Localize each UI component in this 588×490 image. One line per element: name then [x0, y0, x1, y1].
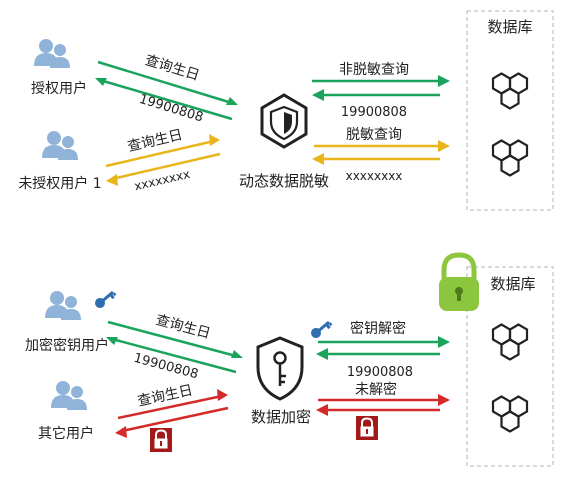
desens-query-label: 脱敏查询	[346, 127, 402, 143]
arrow-reply-other-user	[115, 406, 229, 438]
database-hex-icon	[491, 72, 529, 110]
bottom-database-title: 数据库	[490, 275, 535, 293]
authorized-user-icon	[34, 39, 70, 68]
arrow-nondesens-query	[312, 75, 450, 87]
arrow-query-authorized	[97, 60, 238, 105]
bottom-database-box	[466, 266, 554, 467]
birthday-value-label: 19900808	[137, 92, 205, 126]
arrow-reply-key-user	[106, 337, 237, 374]
data-encryption-label: 数据加密	[251, 408, 311, 426]
lock-icon	[355, 415, 379, 441]
arrow-key-decrypt-query	[318, 336, 450, 348]
key-user-icon	[45, 291, 81, 320]
birthday-value-label: 19900808	[132, 351, 200, 383]
authorized-user-label: 授权用户	[31, 80, 87, 97]
top-database-box	[466, 10, 554, 211]
database-hex-icon	[491, 139, 529, 177]
top-database-title: 数据库	[487, 18, 532, 36]
key-decrypt-label: 密钥解密	[350, 320, 406, 337]
dynamic-masking-label: 动态数据脱敏	[239, 172, 329, 190]
lock-icon	[149, 427, 173, 453]
dynamic-masking-shield-icon	[260, 93, 308, 149]
arrow-reply-authorized	[95, 78, 233, 121]
key-user-label: 加密密钥用户	[25, 337, 109, 354]
query-birthday-label: 查询生日	[136, 382, 194, 409]
arrow-query-other-user	[117, 389, 228, 420]
arrow-query-key-user	[107, 320, 243, 358]
key-icon	[308, 317, 334, 341]
not-decrypted-label: 未解密	[355, 381, 397, 398]
nondesens-query-label: 非脱敏查询	[339, 62, 409, 78]
unauthorized-user-label: 未授权用户 1	[18, 175, 101, 192]
arrow-not-decrypted-query	[318, 394, 450, 406]
arrow-key-decrypt-reply	[316, 348, 440, 360]
arrow-desens-query	[314, 140, 450, 152]
desens-reply-label: xxxxxxxx	[346, 169, 403, 183]
key-icon	[92, 287, 118, 311]
encryption-shield-key-icon	[256, 336, 304, 401]
unauthorized-user-icon	[42, 131, 78, 160]
arrow-nondesens-reply	[312, 89, 440, 101]
database-hex-icon	[491, 323, 529, 361]
nondesens-reply-label: 19900808	[341, 105, 407, 120]
arrow-query-unauthorized	[105, 134, 220, 168]
arrow-reply-unauthorized	[106, 152, 221, 186]
other-user-label: 其它用户	[38, 425, 94, 442]
masked-value-label: xxxxxxxx	[133, 167, 192, 193]
arrow-not-decrypted-reply	[316, 404, 440, 416]
other-user-icon	[51, 381, 87, 410]
green-lock-icon	[439, 252, 479, 311]
arrow-desens-reply	[312, 153, 440, 165]
key-decrypt-reply-label: 19900808	[347, 365, 413, 380]
database-hex-icon	[491, 395, 529, 433]
